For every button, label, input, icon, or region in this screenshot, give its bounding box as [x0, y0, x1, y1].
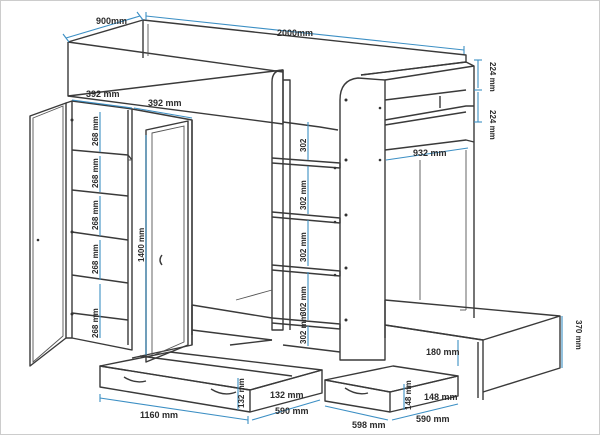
label-depth: 900mm — [96, 16, 127, 26]
label-ladder-step-2: 302 mm — [299, 180, 308, 210]
label-drawer1-front-height: 132 mm — [270, 390, 304, 400]
label-drawer2-depth: 590 mm — [416, 414, 450, 424]
label-top-shelf-b: 224 mm — [488, 110, 497, 140]
left-wardrobe — [29, 100, 193, 367]
drawer-1 — [99, 351, 323, 413]
lower-bed — [384, 299, 561, 400]
label-shelf-gap-2: 268 mm — [91, 158, 100, 188]
label-shelf-gap-5: 268 mm — [91, 308, 100, 338]
label-drawer2-front-height: 148 mm — [424, 392, 458, 402]
label-ladder-step-4: 302 mm — [299, 286, 308, 316]
right-tower — [339, 61, 475, 361]
drawer-2 — [324, 365, 459, 413]
label-drawer1-depth: 590 mm — [275, 406, 309, 416]
label-drawer1-length: 1160 mm — [140, 410, 178, 420]
under-bed-base — [191, 289, 273, 346]
label-shelf-gap-4: 268 mm — [91, 244, 100, 274]
label-length: 2000mm — [277, 28, 313, 38]
label-shelf-gap-3: 268 mm — [91, 200, 100, 230]
label-ladder-step-3: 302 mm — [299, 232, 308, 262]
label-bed-height: 370 mm — [574, 320, 583, 350]
label-ladder-step-5: 302 mm — [299, 314, 308, 344]
ladder-left-post — [271, 69, 291, 331]
label-right-width: 932 mm — [413, 148, 447, 158]
label-ladder-step-1: 302 — [299, 138, 308, 152]
label-drawer2-height: 148 mm — [404, 380, 413, 410]
dimension-lines — [62, 11, 563, 424]
label-wardrobe-a: 392 mm — [86, 89, 120, 99]
label-shelf-gap-1: 268 mm — [91, 116, 100, 146]
label-door-height: 1400 mm — [137, 228, 146, 262]
dimension-labels: 900mm 2000mm 224 mm 224 mm 392 mm 392 mm… — [86, 16, 583, 430]
label-drawer1-height: 132 mm — [237, 378, 246, 408]
label-top-shelf-a: 224 mm — [488, 62, 497, 92]
label-wardrobe-b: 392 mm — [148, 98, 182, 108]
label-bed-gap: 180 mm — [426, 347, 460, 357]
label-drawer2-length: 598 mm — [352, 420, 386, 430]
